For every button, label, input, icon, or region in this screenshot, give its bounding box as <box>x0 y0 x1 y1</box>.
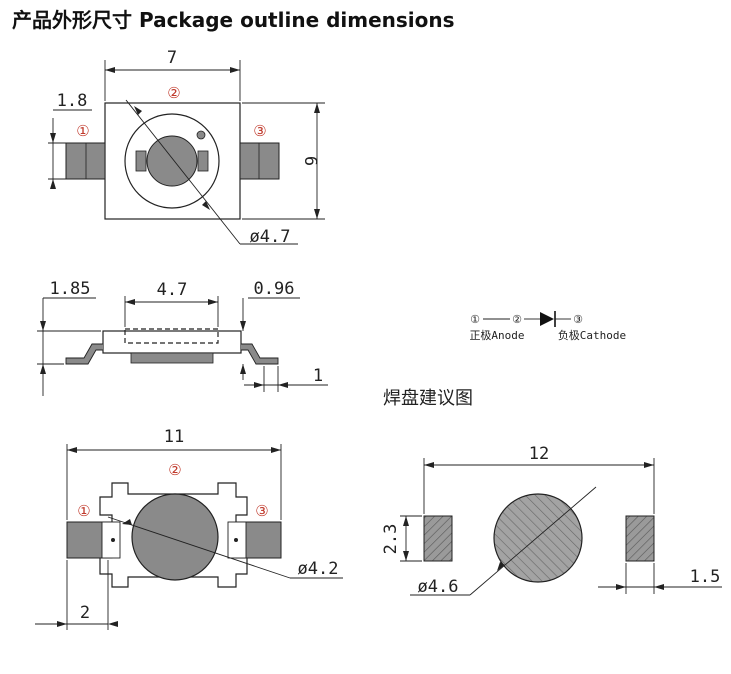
bottom-pad-dia-label: ø4.2 <box>298 559 339 579</box>
bottom-heatsink <box>131 493 219 581</box>
top-pin2-label: ② <box>167 84 180 102</box>
top-pin3-label: ③ <box>253 122 266 140</box>
side-lead-right <box>241 343 279 365</box>
top-pin1-label: ① <box>76 122 89 140</box>
side-lead-len-label: 1 <box>313 366 323 386</box>
side-body <box>102 330 242 354</box>
top-polarity-dot <box>196 130 206 140</box>
side-height-label: 1.85 <box>50 279 91 299</box>
top-lens-tab-right <box>197 150 209 172</box>
side-view: 4.7 1.85 0.96 1 <box>37 279 328 396</box>
bottom-view: 11 2 ø4.2 ① ② ③ <box>35 427 343 630</box>
pad-left <box>423 515 453 562</box>
side-lead-thick-label: 0.96 <box>254 279 295 299</box>
pad-center <box>493 493 583 583</box>
bottom-pin3-label: ③ <box>255 502 268 520</box>
pad-layout-heading: 焊盘建议图 <box>383 388 473 409</box>
pad-width-label: 12 <box>529 444 549 464</box>
side-lead-left <box>65 343 103 365</box>
side-lens <box>124 328 219 344</box>
bottom-width-label: 11 <box>164 427 184 447</box>
pad-right <box>625 515 655 562</box>
pad-layout: 12 2.3 ø4.6 1.5 <box>381 444 722 597</box>
diode-pin2: ② <box>512 313 522 326</box>
top-lens-tab-left <box>135 150 147 172</box>
page-title: 产品外形尺寸 Package outline dimensions <box>12 8 455 32</box>
bottom-pin1-label: ① <box>77 502 90 520</box>
top-lens-dia-label: ø4.7 <box>250 227 291 247</box>
pad-dia-label: ø4.6 <box>418 577 459 597</box>
top-lens-center <box>146 135 198 187</box>
pad-height-label: 2.3 <box>381 524 401 555</box>
top-lead-left <box>65 142 106 180</box>
diode-symbol: ① ② ③ 正极Anode 负极Cathode <box>469 311 626 342</box>
bottom-lead-label: 2 <box>80 603 90 623</box>
side-lens-label: 4.7 <box>157 280 188 300</box>
diode-cathode-label: 负极Cathode <box>558 328 626 342</box>
top-lens-outer <box>124 113 220 209</box>
diode-pin3: ③ <box>573 313 583 326</box>
bottom-pin2-label: ② <box>168 461 181 479</box>
side-heatsink <box>130 352 214 364</box>
top-view: 7 6 1.8 ø4.7 ① ② ③ <box>48 48 325 247</box>
top-height-label: 6 <box>300 156 320 166</box>
pad-w-label: 1.5 <box>690 567 721 587</box>
diode-anode-label: 正极Anode <box>469 328 524 342</box>
diode-pin1: ① <box>470 313 480 326</box>
top-lead-label: 1.8 <box>57 91 88 111</box>
diode-triangle-icon <box>540 312 554 326</box>
top-lead-right <box>239 142 280 180</box>
top-width-label: 7 <box>167 48 177 68</box>
